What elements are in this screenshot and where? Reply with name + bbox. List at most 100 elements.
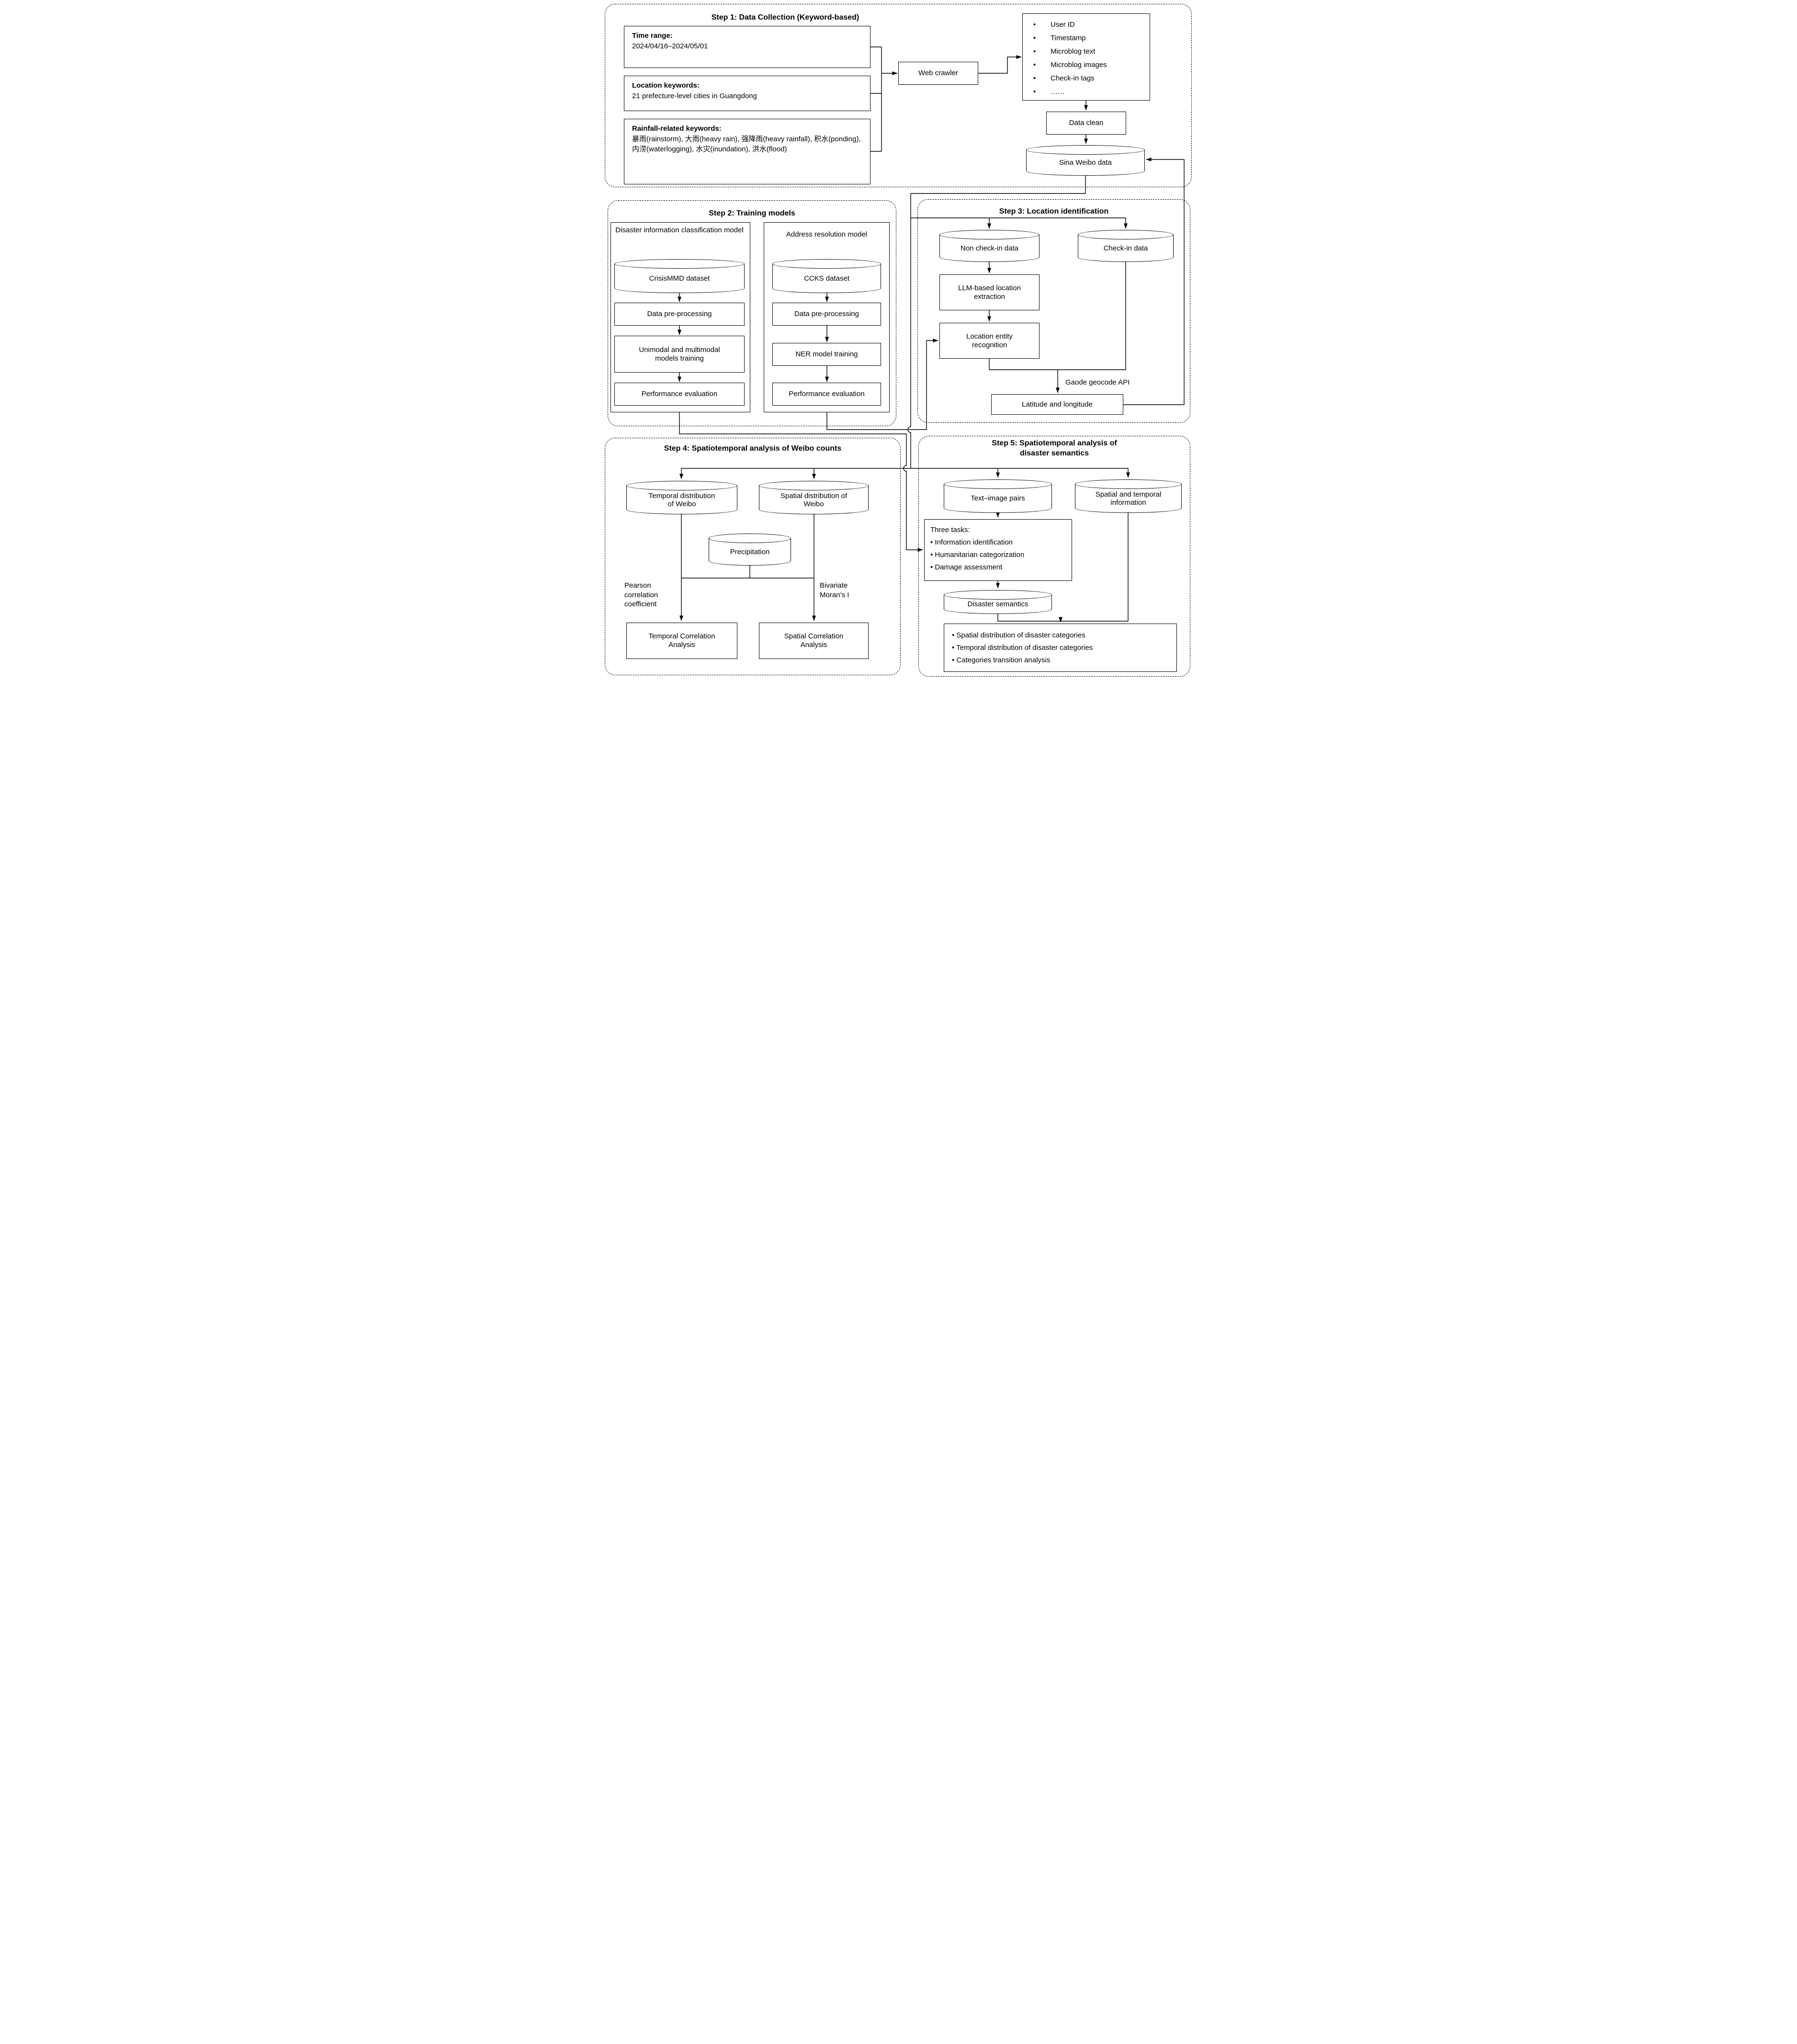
connector-layer — [678, 46, 1185, 623]
step-label: Performance evaluation — [641, 390, 718, 398]
entity-recognition-label: Location entity recognition — [966, 332, 1013, 349]
list-item: Microblog images — [1023, 58, 1147, 72]
classification-pipeline-heading: Disaster information classification mode… — [615, 226, 744, 234]
web-crawler-box: Web crawler — [898, 62, 978, 85]
spatial-correlation-box: Spatial Correlation Analysis — [759, 623, 869, 659]
moran-label: Bivariate Moran’s I — [820, 581, 849, 599]
location-keywords-box: Location keywords: 21 prefecture-level c… — [624, 76, 870, 111]
task-item: • Damage assessment — [930, 563, 1003, 571]
crisismmd-cylinder: CrisisMMD dataset — [614, 259, 745, 293]
models-training-box: Unimodal and multimodal models training — [614, 336, 745, 373]
checkin-cylinder: Check-in data — [1078, 230, 1174, 262]
classification-pipeline-frame — [610, 222, 750, 412]
step1-title: Step 1: Data Collection (Keyword-based) — [711, 13, 859, 22]
address-preprocessing-box: Data pre-processing — [772, 303, 881, 326]
text-image-cylinder: Text–image pairs — [944, 479, 1052, 513]
sina-weibo-label: Sina Weibo data — [1059, 159, 1112, 167]
list-item: User ID — [1023, 18, 1147, 32]
geocode-api-label: Gaode geocode API — [1065, 378, 1130, 386]
precipitation-label: Precipitation — [730, 547, 770, 556]
list-item: Microblog text — [1023, 45, 1147, 58]
temporal-correlation-box: Temporal Correlation Analysis — [626, 623, 737, 659]
flowchart-figure: Step 1: Data Collection (Keyword-based) … — [599, 0, 1198, 681]
three-tasks-heading: Three tasks: — [930, 526, 970, 534]
cylinder-body — [772, 264, 881, 293]
step-label: Data pre-processing — [647, 310, 712, 318]
step2-container — [608, 200, 896, 426]
pearson-label: Pearson correlation coefficient — [624, 581, 658, 608]
list-item: Check-in tags — [1023, 72, 1147, 85]
web-crawler-label: Web crawler — [918, 69, 959, 77]
cylinder-top — [614, 259, 745, 269]
lat-lng-box: Latitude and longitude — [991, 394, 1123, 415]
cylinder-body — [614, 264, 745, 293]
spatial-distribution-cylinder: Spatial distribution of Weibo — [759, 481, 869, 514]
llm-extraction-box: LLM-based location extraction — [939, 274, 1040, 310]
time-range-box: Time range: 2024/04/16–2024/05/01 — [624, 26, 870, 68]
step1-container — [605, 4, 1192, 187]
cylinder-body — [1075, 484, 1182, 513]
classification-evaluation-box: Performance evaluation — [614, 383, 745, 406]
rainfall-keywords-value: 暴雨(rainstorm), 大雨(heavy rain), 强降雨(heavy… — [632, 135, 861, 153]
crawled-fields-list: User ID Timestamp Microblog text Microbl… — [1023, 14, 1150, 99]
data-clean-box: Data clean — [1046, 112, 1126, 135]
cylinder-body — [944, 484, 1052, 513]
crisismmd-label: CrisisMMD dataset — [649, 274, 710, 283]
output-item: • Spatial distribution of disaster categ… — [952, 631, 1085, 639]
precipitation-cylinder: Precipitation — [709, 534, 791, 566]
task-item: • Humanitarian categorization — [930, 551, 1025, 559]
address-pipeline-frame — [764, 222, 890, 412]
cylinder-top — [944, 479, 1052, 489]
cylinder-top — [709, 534, 791, 543]
ccks-cylinder: CCKS dataset — [772, 259, 881, 293]
step-label: Data pre-processing — [794, 310, 859, 318]
cylinder-top — [1075, 479, 1182, 489]
temporal-correlation-label: Temporal Correlation Analysis — [648, 632, 715, 649]
location-keywords-value: 21 prefecture-level cities in Guangdong — [632, 92, 757, 100]
cylinder-top — [1078, 230, 1174, 239]
time-range-value: 2024/04/16–2024/05/01 — [632, 42, 708, 50]
location-keywords-heading: Location keywords: — [632, 81, 700, 90]
rainfall-keywords-heading: Rainfall-related keywords: — [632, 125, 722, 133]
step-label: Unimodal and multimodal models training — [639, 345, 720, 363]
cylinder-body — [759, 486, 869, 514]
non-checkin-cylinder: Non check-in data — [939, 230, 1040, 262]
lat-lng-label: Latitude and longitude — [1022, 400, 1093, 409]
cylinder-top — [1026, 145, 1145, 155]
step4-container — [605, 438, 901, 675]
step5-title: Step 5: Spatiotemporal analysis of disas… — [992, 439, 1117, 457]
step3-container — [917, 199, 1190, 423]
analysis-outputs-box: • Spatial distribution of disaster categ… — [944, 624, 1177, 672]
checkin-label: Check-in data — [1103, 244, 1148, 252]
cylinder-top — [944, 590, 1052, 600]
classification-preprocessing-box: Data pre-processing — [614, 303, 745, 326]
sina-weibo-cylinder: Sina Weibo data — [1026, 145, 1145, 176]
cylinder-top — [759, 481, 869, 490]
ner-training-box: NER model training — [772, 343, 881, 366]
disaster-semantics-label: Disaster semantics — [967, 600, 1028, 609]
task-item: • Information identification — [930, 538, 1013, 546]
rainfall-keywords-box: Rainfall-related keywords: 暴雨(rainstorm)… — [624, 119, 870, 184]
spatial-temporal-cylinder: Spatial and temporal information — [1075, 479, 1182, 513]
time-range-heading: Time range: — [632, 32, 673, 40]
entity-recognition-box: Location entity recognition — [939, 323, 1040, 359]
step5-container — [918, 436, 1190, 677]
data-clean-label: Data clean — [1069, 119, 1104, 127]
ccks-label: CCKS dataset — [803, 274, 850, 283]
list-item: Timestamp — [1023, 32, 1147, 45]
address-evaluation-box: Performance evaluation — [772, 383, 881, 406]
step3-title: Step 3: Location identification — [999, 207, 1109, 216]
cylinder-top — [626, 481, 737, 490]
output-item: • Categories transition analysis — [952, 656, 1051, 664]
spatial-correlation-label: Spatial Correlation Analysis — [784, 632, 844, 649]
temporal-distribution-label: Temporal distribution of Weibo — [648, 491, 715, 508]
cylinder-body — [626, 486, 737, 514]
three-tasks-box: Three tasks: • Information identificatio… — [924, 519, 1072, 581]
spatial-distribution-label: Spatial distribution of Weibo — [780, 491, 848, 508]
spatial-temporal-label: Spatial and temporal information — [1095, 490, 1162, 507]
step4-title: Step 4: Spatiotemporal analysis of Weibo… — [664, 444, 842, 453]
step2-title: Step 2: Training models — [709, 209, 795, 217]
disaster-semantics-cylinder: Disaster semantics — [944, 590, 1052, 614]
address-pipeline-heading: Address resolution model — [786, 230, 868, 238]
step-label: Performance evaluation — [789, 390, 865, 398]
